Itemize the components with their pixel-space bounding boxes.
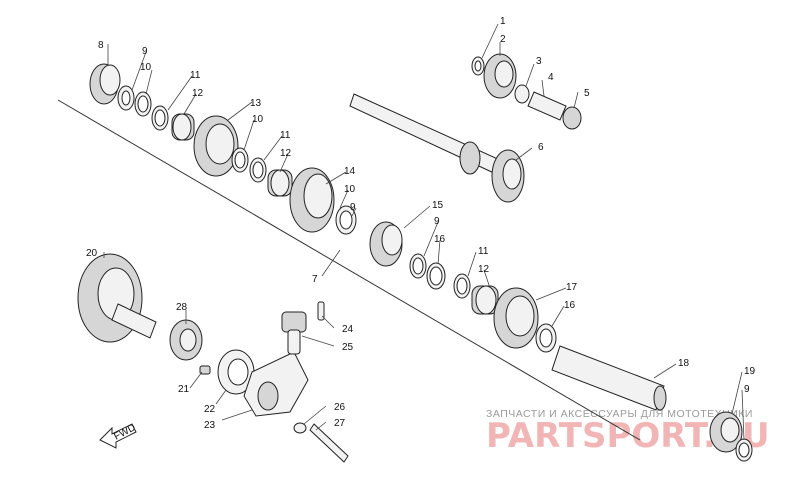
callout-25: 25: [342, 342, 354, 353]
callout-27: 27: [334, 418, 346, 429]
callout-18: 18: [678, 358, 690, 369]
part-9-washer-c: [409, 253, 427, 279]
part-6-input-shaft: [349, 93, 525, 203]
callout-9-b: 9: [350, 202, 356, 213]
callout-15: 15: [432, 200, 444, 211]
callout-1: 1: [500, 16, 506, 27]
part-9-washer-a: [117, 85, 135, 111]
callout-10-c: 10: [344, 184, 356, 195]
forward-direction-arrow-icon: FWD: [99, 422, 138, 449]
part-10-washer-b: [231, 147, 249, 173]
callout-11-b: 11: [280, 130, 291, 141]
part-17-gear: [493, 287, 539, 349]
callout-9-c: 9: [434, 216, 440, 227]
callout-28: 28: [176, 302, 188, 313]
callout-26: 26: [334, 402, 346, 413]
callout-17: 17: [566, 282, 578, 293]
callout-labels: 1 2 3 4 5 6 7 8 9 10 11 12 13 10 11 12 1…: [86, 16, 756, 431]
part-27-bolt: [309, 423, 349, 463]
part-2-gear: [483, 53, 517, 99]
part-20-gear-shaft: [77, 253, 157, 343]
part-18-shaft: [551, 345, 667, 411]
callout-23: 23: [204, 420, 216, 431]
callout-10-a: 10: [140, 62, 152, 73]
part-25-speed-sensor: [281, 311, 307, 355]
callout-14: 14: [344, 166, 356, 177]
part-16-washer-b: [535, 323, 557, 353]
callout-12-c: 12: [478, 264, 490, 275]
part-15-shift-dog: [369, 221, 403, 267]
callout-8: 8: [98, 40, 104, 51]
part-26-washer: [293, 422, 307, 434]
callout-24: 24: [342, 324, 354, 335]
part-5-cap: [562, 106, 582, 130]
part-16-washer-a: [426, 262, 446, 290]
part-10-washer-a: [134, 91, 152, 117]
leader-lines: [103, 23, 745, 441]
part-11-ring-b: [249, 157, 267, 183]
part-28-bearing: [169, 319, 203, 361]
part-24-bolt: [317, 301, 325, 321]
callout-6: 6: [538, 142, 544, 153]
assembly-axis-line: [57, 99, 641, 441]
callout-21: 21: [178, 384, 190, 395]
part-3-bushing: [514, 84, 530, 104]
part-4-spacer: [527, 91, 567, 121]
forward-direction-label: FWD: [112, 422, 137, 442]
callout-12-a: 12: [192, 88, 204, 99]
callout-16-a: 16: [434, 234, 446, 245]
callout-22: 22: [204, 404, 216, 415]
part-22-gasket: [217, 349, 255, 395]
part-10-washer-c: [335, 205, 357, 235]
part-21-pin: [199, 365, 211, 375]
callout-11-a: 11: [190, 70, 201, 81]
part-12-needle-bearing-c: [471, 285, 499, 315]
callout-3: 3: [536, 56, 542, 67]
callout-7: 7: [312, 274, 318, 285]
callout-12-b: 12: [280, 148, 292, 159]
part-11-ring-a: [151, 105, 169, 131]
part-23-housing: [243, 351, 309, 417]
watermark-top-text: ЗАПЧАСТИ И АКСЕССУАРЫ ДЛЯ МОТОТЕХНИКИ: [486, 408, 753, 420]
part-13-gear: [193, 115, 239, 177]
part-1-snap-ring: [471, 56, 485, 76]
part-9-washer-d: [735, 438, 753, 462]
callout-13: 13: [250, 98, 262, 109]
part-12-needle-bearing-a: [171, 113, 195, 141]
callout-20: 20: [86, 248, 98, 259]
callout-10-b: 10: [252, 114, 264, 125]
part-14-gear: [289, 167, 335, 233]
callout-9-d: 9: [744, 384, 750, 395]
part-19-gear: [709, 411, 743, 453]
callout-11-c: 11: [478, 246, 489, 257]
part-8-sleeve: [89, 63, 121, 105]
part-11-ring-c: [453, 273, 471, 299]
callout-2: 2: [500, 34, 506, 45]
callout-4: 4: [548, 72, 554, 83]
part-12-needle-bearing-b: [267, 169, 293, 197]
callout-9-a: 9: [142, 46, 148, 57]
callout-16-b: 16: [564, 300, 576, 311]
callout-19: 19: [744, 366, 756, 377]
callout-5: 5: [584, 88, 590, 99]
